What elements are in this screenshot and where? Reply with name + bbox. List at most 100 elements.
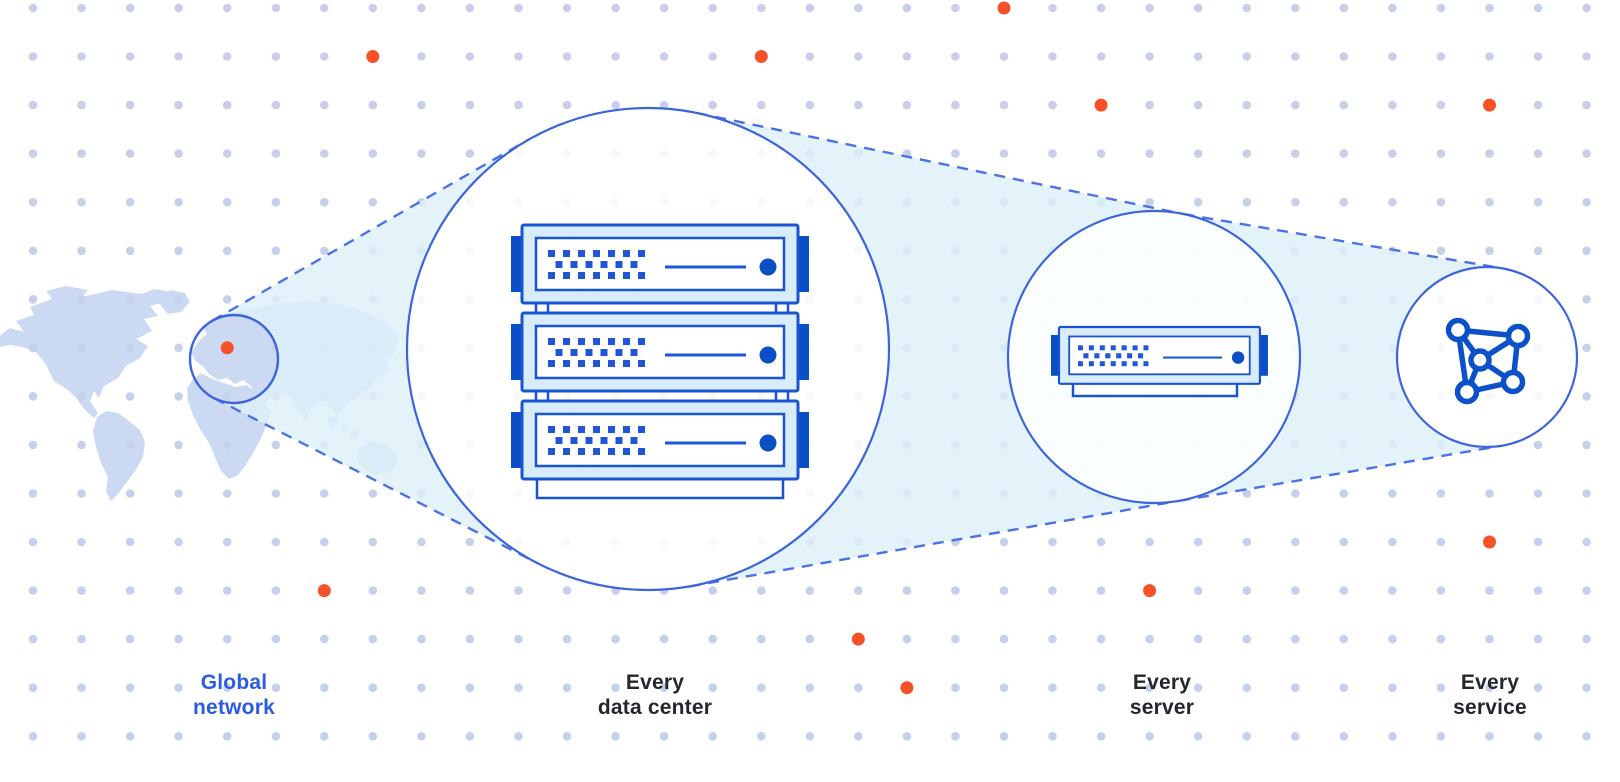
stage-label-line: network bbox=[193, 696, 275, 719]
server-unit bbox=[509, 223, 811, 305]
grid-dot bbox=[902, 3, 912, 13]
grid-dot bbox=[222, 634, 232, 644]
grid-dot bbox=[174, 392, 183, 401]
grid-dot bbox=[659, 100, 669, 110]
grid-dot bbox=[28, 683, 38, 692]
grid-dot bbox=[1388, 537, 1397, 547]
grid-dot bbox=[1339, 149, 1349, 158]
grid-dot bbox=[271, 100, 281, 110]
orange-location-dot bbox=[366, 50, 380, 63]
grid-dot bbox=[174, 246, 183, 256]
grid-dot bbox=[1533, 3, 1543, 13]
grid-dot bbox=[514, 634, 523, 644]
grid-dot bbox=[1582, 197, 1591, 207]
grid-dot bbox=[1242, 149, 1252, 158]
grid-dot bbox=[320, 732, 329, 741]
grid-dot bbox=[174, 149, 183, 158]
grid-dot bbox=[368, 489, 378, 498]
grid-dot bbox=[1048, 732, 1057, 741]
grid-dot bbox=[1242, 489, 1252, 498]
grid-dot bbox=[1048, 537, 1057, 547]
grid-dot bbox=[999, 149, 1009, 158]
grid-dot bbox=[562, 100, 572, 110]
stage-label-every-data-center: Every data center bbox=[545, 670, 765, 720]
grid-dot bbox=[805, 52, 815, 61]
grid-dot bbox=[271, 634, 281, 644]
grid-dot bbox=[222, 392, 232, 401]
grid-dot bbox=[1582, 732, 1591, 741]
grid-dot bbox=[1193, 634, 1203, 644]
orange-location-dot bbox=[1094, 98, 1108, 112]
grid-dot bbox=[28, 295, 38, 304]
grid-dot bbox=[125, 197, 135, 207]
grid-dot bbox=[1193, 586, 1203, 595]
grid-dot bbox=[271, 246, 281, 256]
grid-dot bbox=[125, 392, 135, 401]
grid-dot bbox=[1436, 100, 1446, 110]
grid-dot bbox=[368, 3, 378, 13]
server-unit bbox=[1049, 325, 1270, 385]
grid-dot bbox=[854, 100, 863, 110]
grid-dot bbox=[271, 3, 281, 13]
grid-dot bbox=[951, 100, 960, 110]
grid-dot bbox=[514, 586, 523, 595]
grid-dot bbox=[1582, 537, 1591, 547]
grid-dot bbox=[1145, 197, 1154, 207]
network-mesh-icon bbox=[1445, 317, 1531, 405]
grid-dot bbox=[222, 489, 232, 498]
grid-dot bbox=[1485, 52, 1494, 61]
grid-dot bbox=[1485, 683, 1494, 692]
grid-dot bbox=[1193, 683, 1203, 692]
grid-dot bbox=[1582, 343, 1591, 353]
grid-dot bbox=[902, 100, 912, 110]
grid-dot bbox=[1048, 586, 1057, 595]
grid-dot bbox=[222, 3, 232, 13]
grid-dot bbox=[757, 634, 766, 644]
grid-dot bbox=[611, 732, 620, 741]
grid-dot bbox=[320, 149, 329, 158]
grid-dot bbox=[1145, 52, 1154, 61]
grid-dot bbox=[902, 586, 912, 595]
grid-dot bbox=[1436, 52, 1446, 61]
grid-dot bbox=[465, 586, 475, 595]
grid-dot bbox=[174, 489, 183, 498]
grid-dot bbox=[1485, 732, 1494, 741]
grid-dot bbox=[222, 683, 232, 692]
grid-dot bbox=[271, 197, 281, 207]
grid-dot bbox=[708, 100, 717, 110]
grid-dot bbox=[417, 100, 426, 110]
grid-dot bbox=[222, 295, 232, 304]
grid-dot bbox=[1242, 537, 1252, 547]
grid-dot bbox=[125, 100, 135, 110]
grid-dot bbox=[1436, 246, 1446, 256]
grid-dot bbox=[708, 683, 717, 692]
grid-dot bbox=[708, 732, 717, 741]
grid-dot bbox=[805, 100, 815, 110]
grid-dot bbox=[562, 586, 572, 595]
stage-label-line: Every bbox=[1132, 671, 1192, 694]
grid-dot bbox=[757, 586, 766, 595]
grid-dot bbox=[417, 634, 426, 644]
mesh-node bbox=[1454, 379, 1480, 405]
grid-dot bbox=[28, 149, 38, 158]
grid-dot bbox=[1242, 197, 1252, 207]
single-server bbox=[1049, 325, 1270, 398]
grid-dot bbox=[271, 683, 281, 692]
grid-dot bbox=[1582, 440, 1591, 450]
grid-dot bbox=[222, 100, 232, 110]
grid-dot bbox=[659, 732, 669, 741]
grid-dot bbox=[1485, 149, 1494, 158]
orange-location-dot bbox=[220, 341, 234, 355]
grid-dot bbox=[1291, 537, 1300, 547]
orange-location-dot bbox=[997, 1, 1011, 15]
grid-dot bbox=[1242, 100, 1252, 110]
grid-dot bbox=[562, 3, 572, 13]
grid-dot bbox=[1242, 3, 1252, 13]
grid-dot bbox=[1582, 489, 1591, 498]
beam-left bbox=[212, 139, 539, 564]
grid-dot bbox=[757, 732, 766, 741]
grid-dot bbox=[320, 3, 329, 13]
grid-dot bbox=[28, 197, 38, 207]
grid-dot bbox=[999, 100, 1009, 110]
